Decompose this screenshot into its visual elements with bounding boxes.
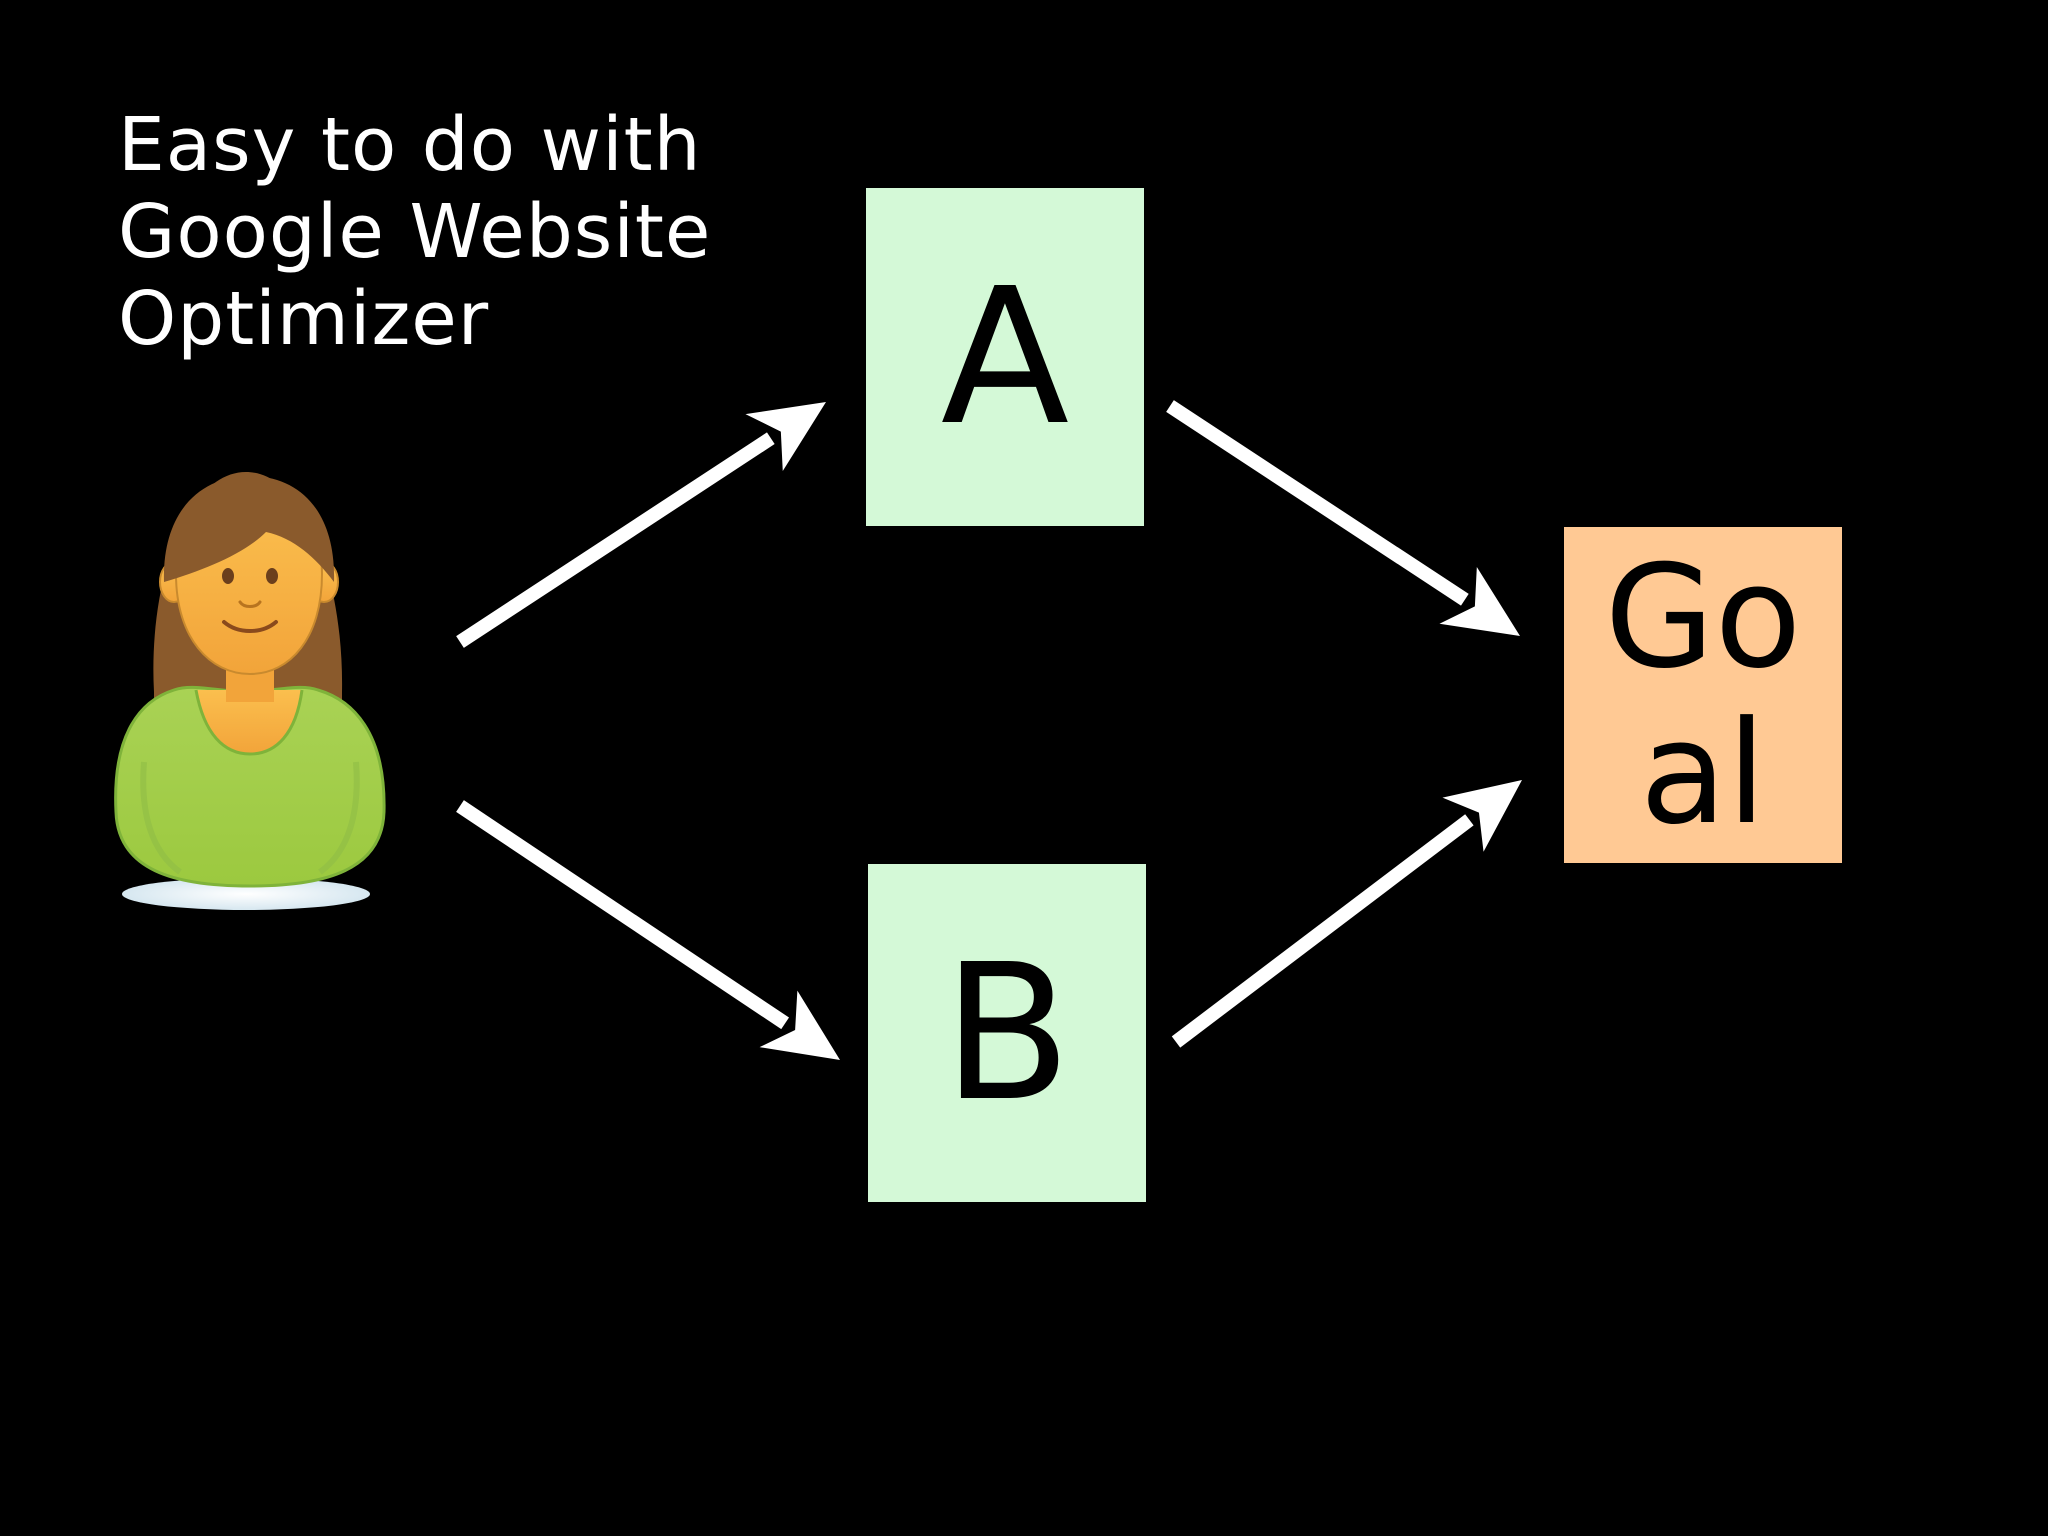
arrow-b-to-goal-shaft <box>1171 814 1474 1048</box>
variant-a-box: A <box>866 188 1144 526</box>
arrow-user-to-a <box>456 402 826 648</box>
arrow-b-to-goal-head <box>1442 780 1522 852</box>
variant-b-box: B <box>868 864 1146 1202</box>
arrow-user-to-b <box>456 800 840 1060</box>
caption-line-2: Google Website <box>118 189 712 275</box>
arrow-a-to-goal-head <box>1439 566 1520 636</box>
arrow-b-to-goal <box>1171 780 1522 1048</box>
goal-label-line-2: al <box>1639 691 1767 856</box>
variant-a-label: A <box>940 247 1070 467</box>
arrow-a-to-goal <box>1166 400 1520 636</box>
goal-label-line-1: Go <box>1604 535 1802 700</box>
caption-line-3: Optimizer <box>118 276 490 362</box>
user-woman-icon <box>114 472 386 910</box>
arrow-a-to-goal-shaft <box>1166 400 1469 606</box>
goal-box: Go al <box>1564 527 1842 863</box>
arrow-user-to-a-shaft <box>456 432 775 648</box>
slide-caption: Easy to do with Google Website Optimizer <box>118 102 738 363</box>
arrow-user-to-a-head <box>745 402 826 472</box>
caption-line-1: Easy to do with <box>118 102 702 188</box>
arrow-user-to-b-shaft <box>456 800 790 1030</box>
arrow-user-to-b-head <box>759 990 840 1060</box>
variant-b-label: B <box>942 923 1072 1143</box>
